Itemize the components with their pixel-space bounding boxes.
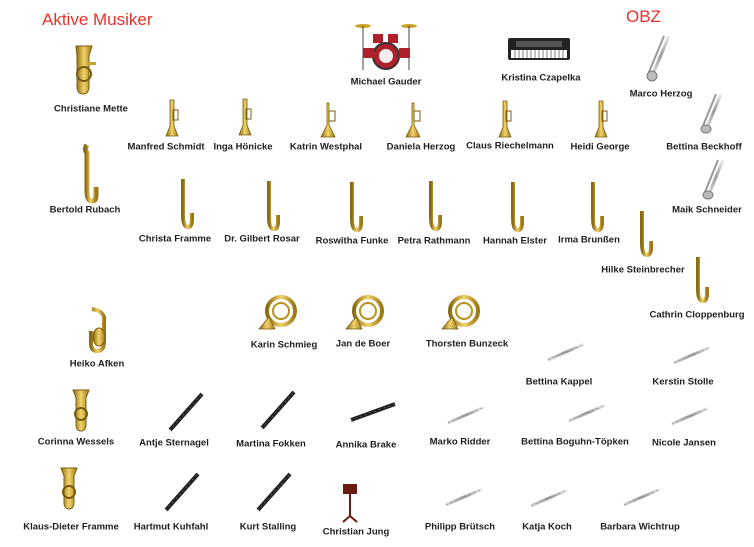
musician-name: Marko Ridder [429, 436, 491, 448]
trombone-icon [700, 92, 725, 134]
flugelhorn-icon [319, 102, 337, 139]
musician-name: Irma Brunßen [558, 234, 620, 246]
musician-name: Kerstin Stolle [652, 376, 714, 388]
musician-name: Kurt Stalling [239, 521, 297, 533]
saxophone-icon [261, 181, 280, 232]
musician-name: Klaus-Dieter Framme [23, 521, 119, 533]
musician-name: Barbara Wichtrup [600, 521, 680, 533]
musician-name: Cathrin Cloppenburg [649, 309, 745, 321]
flute-icon [670, 406, 710, 426]
flute-icon [444, 487, 484, 507]
musician-name: Hartmut Kuhfahl [133, 521, 209, 533]
musician-name: Marco Herzog [629, 88, 693, 100]
flute-icon [446, 405, 486, 425]
musician-name: Bettina Beckhoff [666, 141, 742, 153]
musician-name: Annika Brake [335, 439, 397, 451]
saxophone-icon [634, 211, 653, 258]
musician-name: Petra Rathmann [397, 235, 471, 247]
musician-name: Dr. Gilbert Rosar [224, 233, 300, 245]
flute-icon [622, 487, 662, 507]
saxophone-icon [423, 181, 442, 232]
keyboard-icon [508, 38, 570, 60]
musician-name: Katrin Westphal [289, 141, 363, 153]
musician-name: Karin Schmieg [250, 339, 318, 351]
french-horn-icon [344, 293, 388, 333]
musician-name: Kristina Czapelka [501, 72, 581, 84]
saxophone-icon [585, 182, 604, 233]
musician-name: Heidi George [570, 141, 630, 153]
saxophone-icon [690, 257, 709, 304]
musician-name: Christian Jung [322, 526, 390, 538]
flute-icon [529, 488, 569, 508]
saxophone-icon [344, 182, 363, 233]
musician-name: Antje Sternagel [139, 437, 209, 449]
trombone-icon [702, 158, 727, 200]
clarinet-icon [254, 472, 294, 512]
musician-name: Roswitha Funke [315, 235, 389, 247]
obz-title: OBZ [626, 7, 661, 26]
musician-name: Michael Gauder [350, 76, 422, 88]
musician-name: Bettina Kappel [525, 376, 593, 388]
musician-name: Katja Koch [522, 521, 572, 533]
music-stand-icon [341, 484, 359, 523]
drum-kit-icon [355, 20, 417, 72]
flugelhorn-icon [404, 102, 422, 139]
trumpet-icon [498, 100, 512, 139]
musician-name: Hannah Elster [483, 235, 547, 247]
trumpet-icon [594, 100, 608, 139]
trombone-icon [646, 34, 673, 82]
trumpet-icon [165, 99, 179, 138]
clarinet-icon [258, 390, 298, 430]
flute-icon [546, 342, 586, 362]
musician-name: Hilke Steinbrecher [601, 264, 685, 276]
musician-name: Bettina Boguhn-Töpken [521, 436, 629, 448]
clarinet-icon [162, 472, 202, 512]
baritone-saxophone-icon [81, 143, 99, 204]
saxophone-icon [175, 179, 194, 230]
tuba-icon [54, 466, 84, 512]
clarinet-icon [166, 392, 206, 432]
musician-name: Bertold Rubach [49, 204, 121, 216]
clarinet-icon [349, 402, 397, 422]
musician-name: Claus Riechelmann [466, 140, 554, 152]
musician-name: Corinna Wessels [37, 436, 115, 448]
tuba-icon [66, 44, 102, 96]
aktive-musiker-title: Aktive Musiker [42, 10, 153, 29]
musician-name: Christa Framme [138, 233, 212, 245]
flute-icon [567, 403, 607, 423]
musician-name: Jan de Boer [335, 338, 391, 350]
musician-name: Inga Hönicke [213, 141, 273, 153]
french-horn-icon [440, 293, 484, 333]
musician-name: Daniela Herzog [386, 141, 456, 153]
musician-name: Nicole Jansen [652, 437, 716, 449]
musician-name: Martina Fokken [236, 438, 306, 450]
trumpet-icon [238, 98, 252, 137]
saxophone-icon [505, 182, 524, 233]
flute-icon [672, 345, 712, 365]
musician-name: Maik Schneider [672, 204, 742, 216]
baritone-horn-icon [88, 307, 110, 355]
musician-name: Christiane Mette [54, 103, 128, 115]
tuba-icon [66, 388, 96, 434]
musician-name: Philipp Brütsch [424, 521, 496, 533]
musician-name: Heiko Afken [69, 358, 125, 370]
musician-name: Thorsten Bunzeck [425, 338, 509, 350]
french-horn-icon [257, 293, 301, 333]
musician-name: Manfred Schmidt [127, 141, 205, 153]
